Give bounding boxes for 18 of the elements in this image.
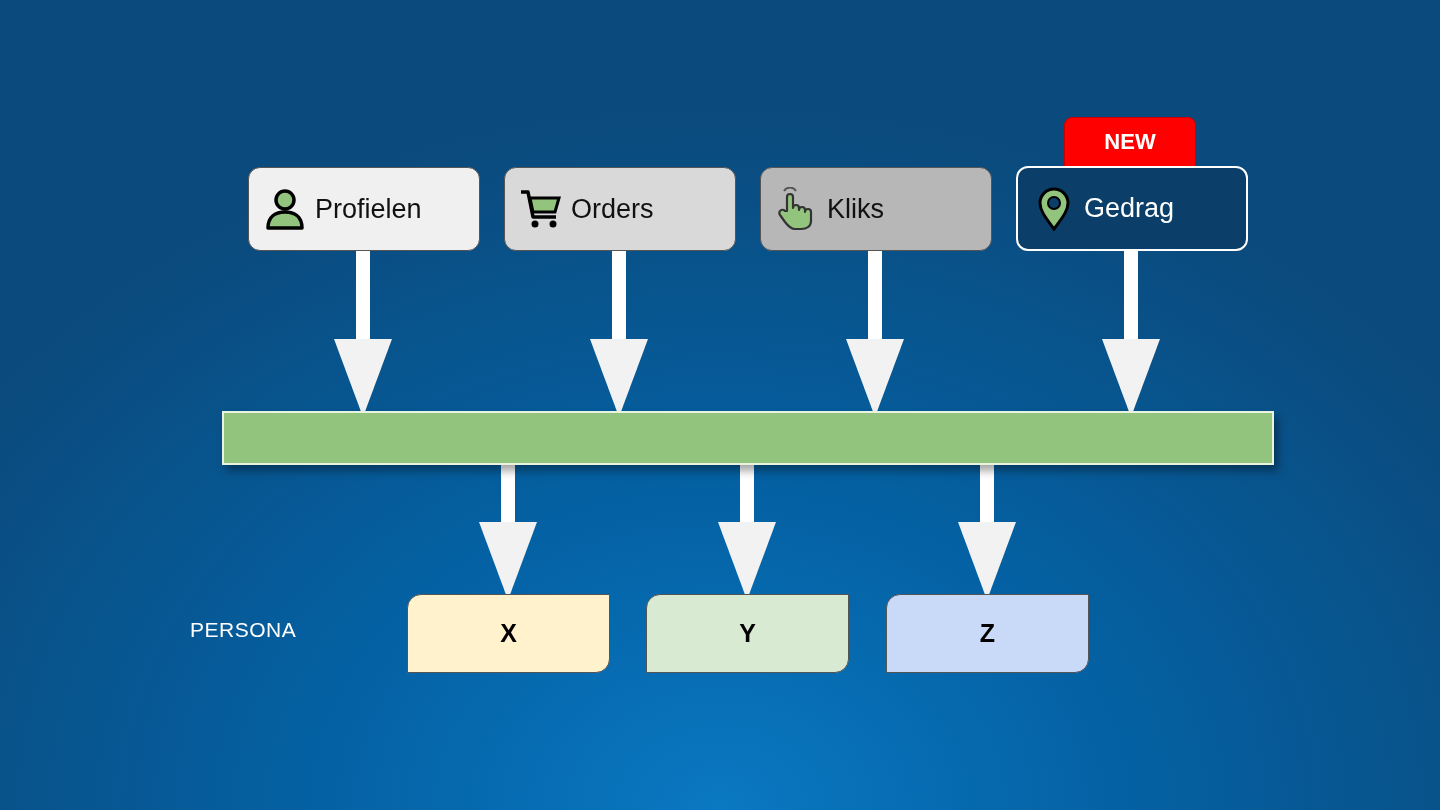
source-label: Kliks (827, 193, 884, 225)
source-box (760, 167, 992, 251)
source-label: Gedrag (1084, 193, 1175, 224)
persona-box (886, 594, 1089, 673)
source-label: Orders (571, 193, 654, 225)
source-box (248, 167, 480, 251)
row-label: PERSONA (190, 618, 297, 642)
data-bar (222, 411, 1274, 465)
persona-label: X (500, 619, 517, 648)
persona-box (407, 594, 610, 673)
source-box (1016, 166, 1248, 251)
persona-box (646, 594, 849, 673)
source-label: Profielen (315, 193, 422, 225)
persona-label: Y (739, 619, 756, 648)
new-tag-label: NEW (1104, 129, 1156, 155)
persona-label: Z (979, 619, 996, 648)
source-box (504, 167, 736, 251)
tag (1064, 117, 1196, 167)
